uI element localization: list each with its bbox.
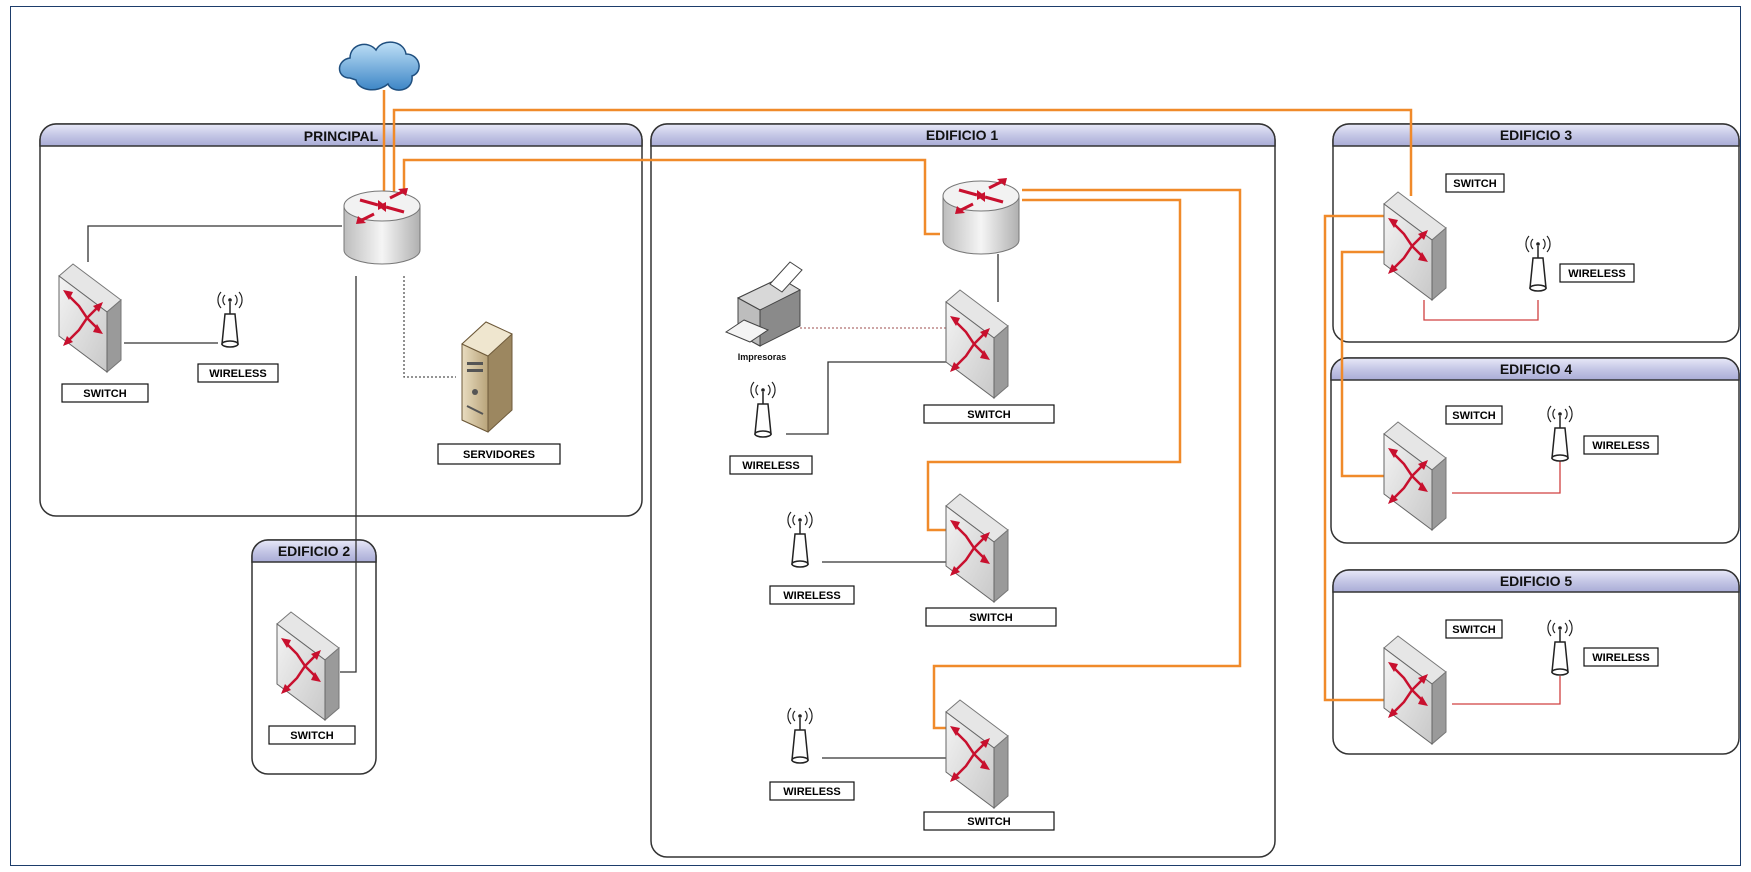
switch-label: SWITCH (1445, 173, 1505, 193)
wireless-label: WIRELESS (1559, 263, 1635, 283)
wireless-label: WIRELESS (769, 781, 855, 801)
svg-text:WIRELESS: WIRELESS (1592, 652, 1649, 664)
group-title-edificio2: EDIFICIO 2 (278, 543, 351, 559)
svg-text:WIRELESS: WIRELESS (1592, 440, 1649, 452)
router-icon (941, 176, 1021, 256)
label-boxes: SWITCH WIRELESS SERVIDORES SWITCH SWITCH… (61, 173, 1659, 831)
wireless-links (1423, 300, 1561, 705)
svg-text:WIRELESS: WIRELESS (783, 590, 840, 602)
switch-label: SWITCH (923, 811, 1055, 831)
wireless-label: WIRELESS (197, 363, 279, 383)
svg-text:WIRELESS: WIRELESS (209, 368, 266, 380)
switch-label: SWITCH (61, 383, 149, 403)
svg-text:SERVIDORES: SERVIDORES (463, 449, 535, 461)
svg-text:SWITCH: SWITCH (83, 388, 126, 400)
group-title-edificio5: EDIFICIO 5 (1500, 573, 1573, 589)
svg-text:SWITCH: SWITCH (1453, 178, 1496, 190)
cloud-icon (338, 41, 420, 91)
printer-label: Impresoras (738, 352, 787, 362)
svg-text:WIRELESS: WIRELESS (742, 460, 799, 472)
svg-text:WIRELESS: WIRELESS (783, 786, 840, 798)
group-title-edificio1: EDIFICIO 1 (926, 127, 999, 143)
uplink-links (382, 90, 1413, 730)
server-icon (461, 321, 513, 433)
switch-label: SWITCH (923, 404, 1055, 424)
printer-icon (724, 261, 803, 347)
switch-label: SWITCH (1445, 405, 1503, 425)
svg-text:SWITCH: SWITCH (1452, 624, 1495, 636)
switch-label: SWITCH (268, 725, 356, 745)
svg-text:SWITCH: SWITCH (967, 409, 1010, 421)
diagram-frame (10, 6, 1741, 866)
wireless-label: WIRELESS (729, 455, 813, 475)
switch-label: SWITCH (925, 607, 1057, 627)
svg-text:SWITCH: SWITCH (969, 612, 1012, 624)
servidores-label: SERVIDORES (437, 443, 561, 465)
wireless-label: WIRELESS (1583, 647, 1659, 667)
svg-text:SWITCH: SWITCH (290, 730, 333, 742)
group-title-principal: PRINCIPAL (304, 128, 379, 144)
group-title-edificio3: EDIFICIO 3 (1500, 127, 1573, 143)
group-edificio1: EDIFICIO 1 (650, 123, 1276, 858)
svg-text:SWITCH: SWITCH (967, 816, 1010, 828)
lan-links (87, 225, 999, 759)
svg-text:WIRELESS: WIRELESS (1568, 268, 1625, 280)
wireless-label: WIRELESS (769, 585, 855, 605)
dotted-links (403, 276, 950, 378)
router-icon (342, 186, 422, 266)
switch-label: SWITCH (1445, 619, 1503, 639)
group-title-edificio4: EDIFICIO 4 (1500, 361, 1573, 377)
svg-text:SWITCH: SWITCH (1452, 410, 1495, 422)
wireless-label: WIRELESS (1583, 435, 1659, 455)
